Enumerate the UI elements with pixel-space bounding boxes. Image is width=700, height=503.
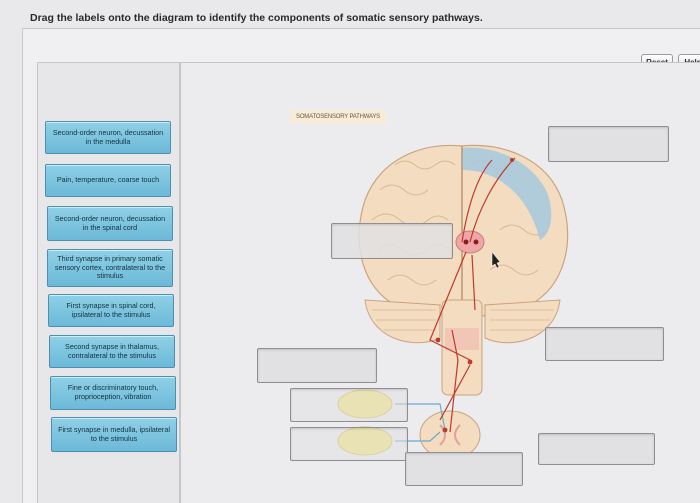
drop-target[interactable] bbox=[548, 126, 669, 162]
instruction-text: Drag the labels onto the diagram to iden… bbox=[30, 12, 483, 24]
drop-target[interactable] bbox=[405, 452, 523, 486]
label-chip[interactable]: Fine or discriminatory touch, propriocep… bbox=[50, 376, 176, 410]
label-chip[interactable]: First synapse in medulla, ipsilateral to… bbox=[51, 417, 177, 452]
drop-target[interactable] bbox=[290, 427, 408, 461]
drop-target[interactable] bbox=[257, 348, 377, 383]
drop-target[interactable] bbox=[290, 388, 408, 422]
drop-target[interactable] bbox=[538, 433, 655, 465]
label-chip[interactable]: Pain, temperature, coarse touch bbox=[45, 164, 171, 197]
label-chip[interactable]: Second-order neuron, decussation in the … bbox=[45, 121, 171, 154]
label-chip[interactable]: Third synapse in primary somatic sensory… bbox=[47, 249, 173, 287]
drop-target[interactable] bbox=[331, 223, 453, 259]
label-chip[interactable]: First synapse in spinal cord, ipsilatera… bbox=[48, 294, 174, 327]
diagram-title: SOMATOSENSORY PATHWAYS bbox=[290, 110, 386, 123]
drop-target[interactable] bbox=[545, 327, 664, 361]
label-chip[interactable]: Second-order neuron, decussation in the … bbox=[47, 206, 173, 241]
label-chip[interactable]: Second synapse in thalamus, contralatera… bbox=[49, 335, 175, 368]
